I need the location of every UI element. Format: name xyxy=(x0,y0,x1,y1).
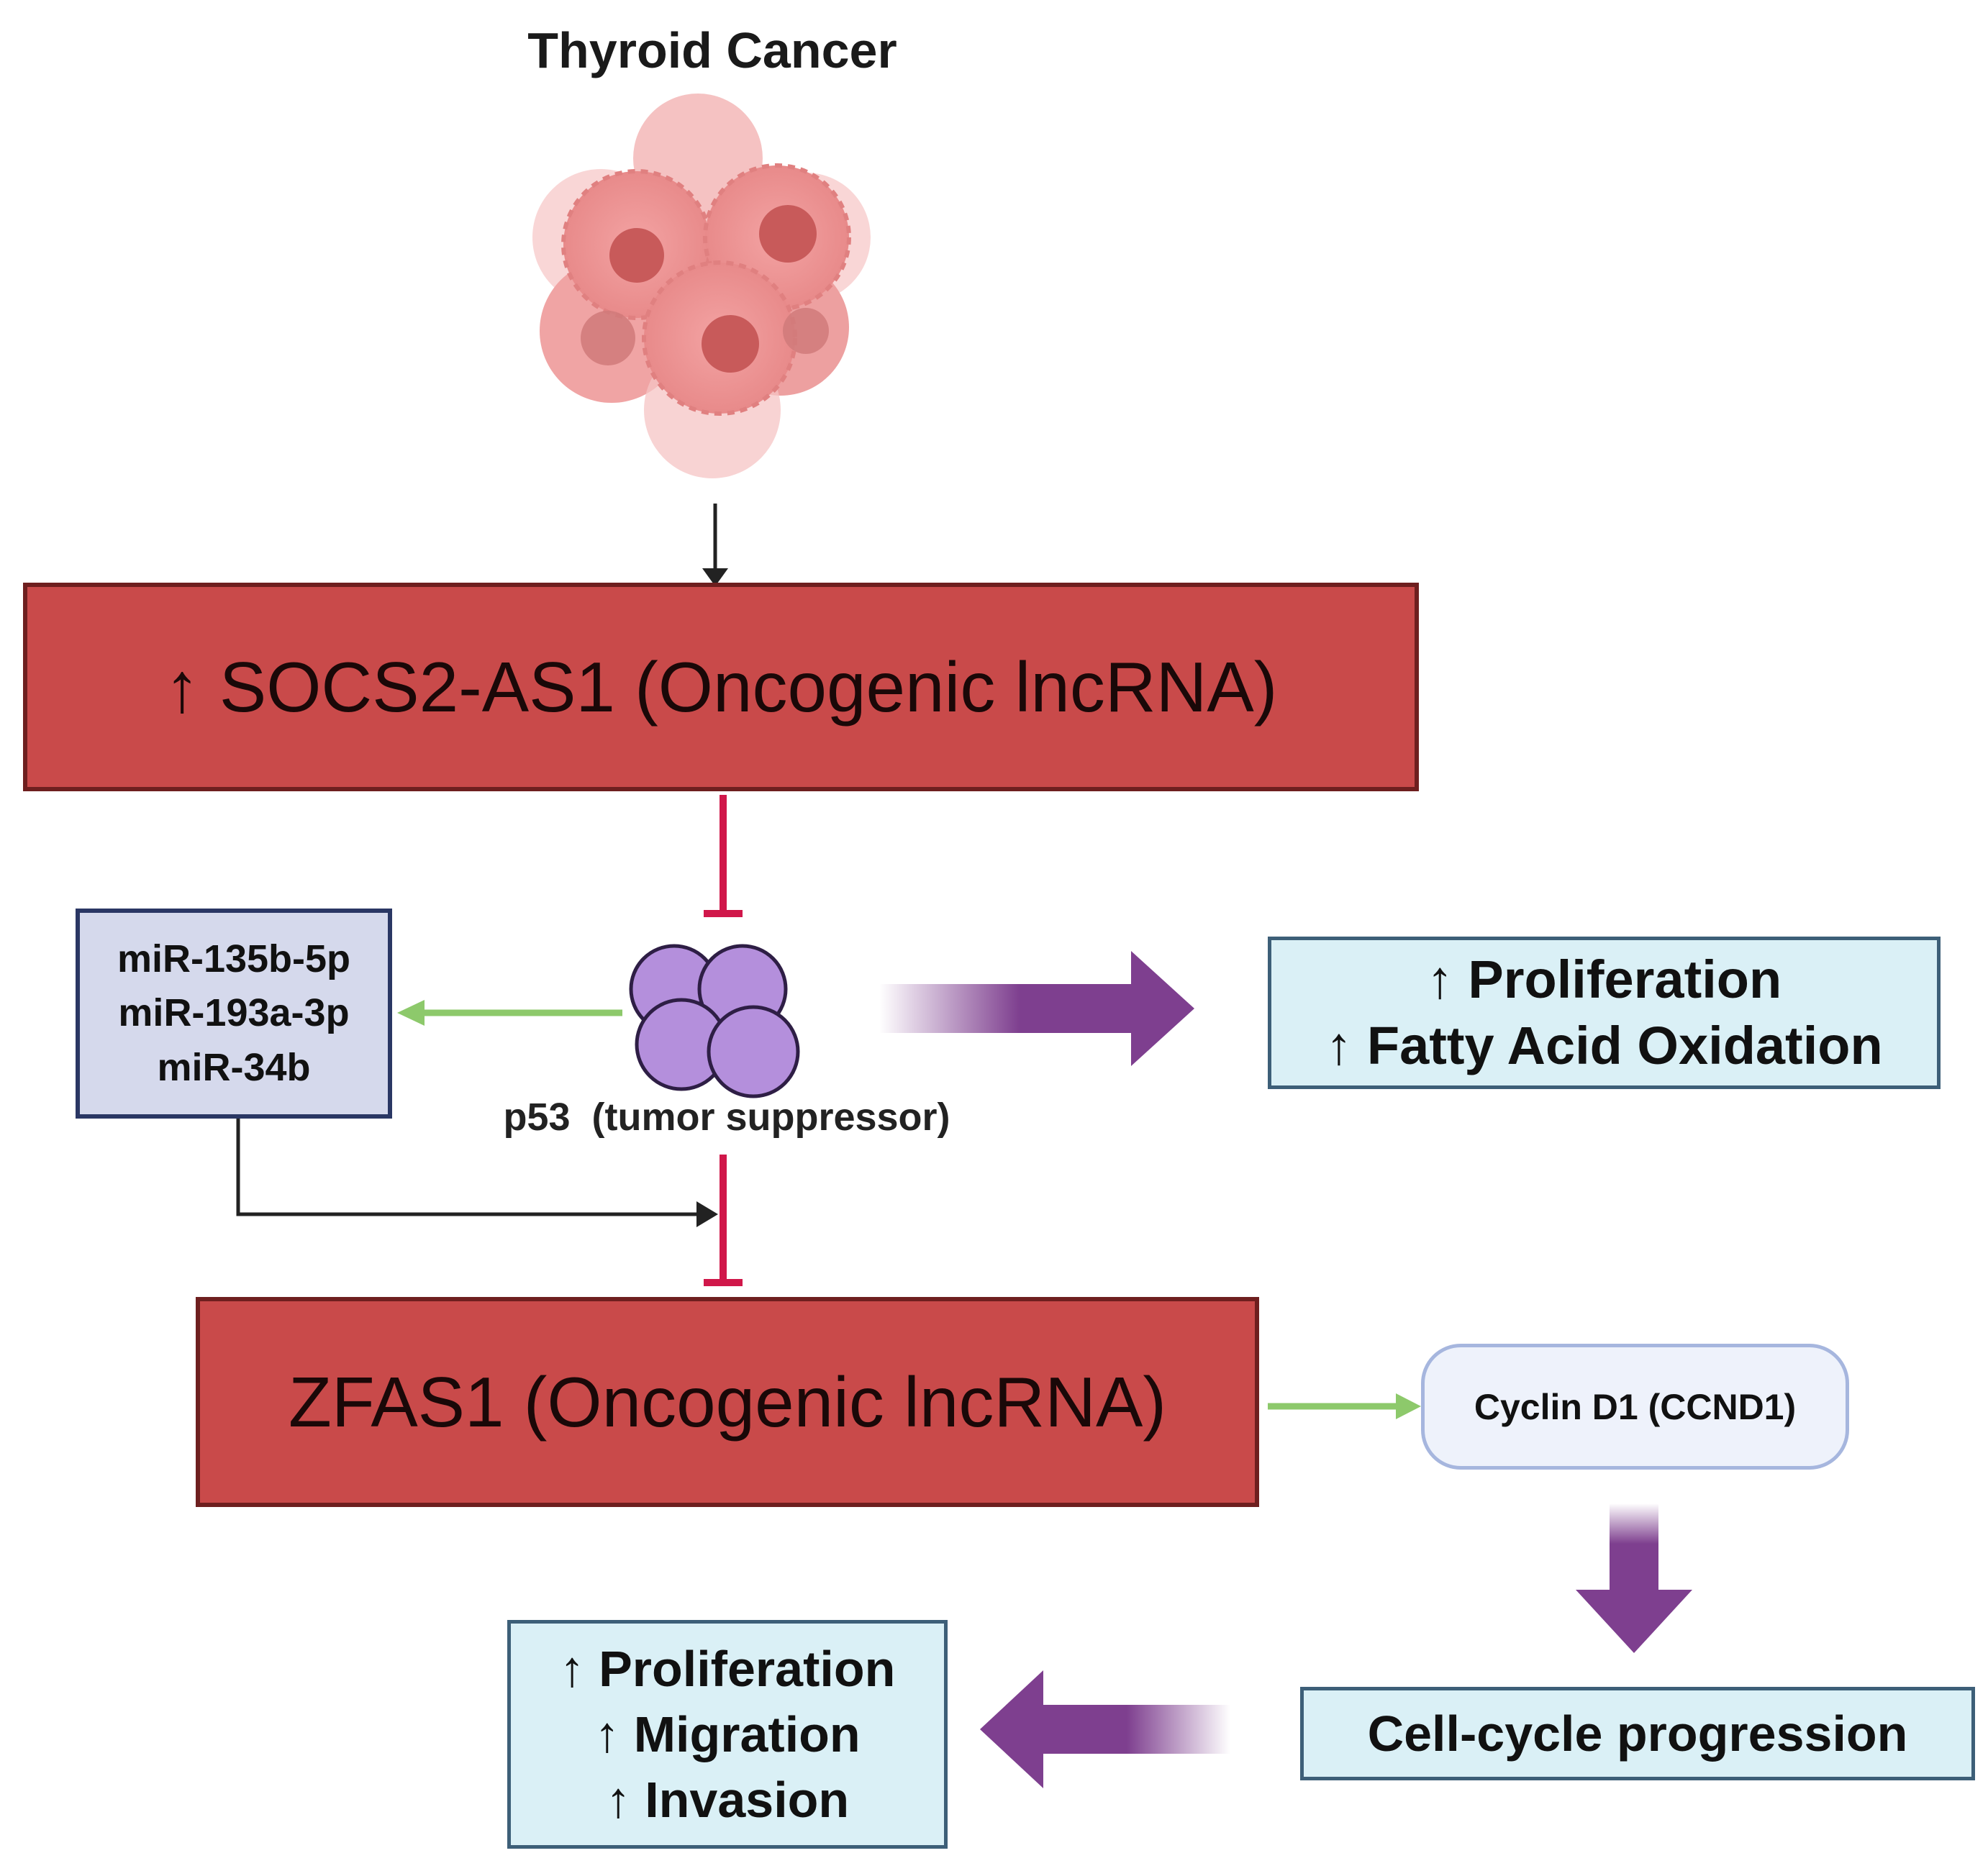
p53-label: p53 (tumor suppressor) xyxy=(503,1096,950,1139)
cyclin-d1-node: Cyclin D1 (CCND1) xyxy=(1421,1344,1849,1470)
socs2-as1-label: ↑ SOCS2-AS1 (Oncogenic lncRNA) xyxy=(164,647,1278,727)
inhibition-p53-to-zfas1 xyxy=(704,1155,743,1286)
cancer-cells-illustration xyxy=(532,94,871,478)
zfas1-label: ZFAS1 (Oncogenic lncRNA) xyxy=(289,1362,1166,1442)
p53-effects-box: ↑ Proliferation ↑ Fatty Acid Oxidation xyxy=(1268,937,1941,1089)
activation-zfas1-to-cyclin xyxy=(1268,1393,1421,1419)
activation-arrow-cancer-to-socs2 xyxy=(702,504,728,586)
cyclin-d1-label: Cyclin D1 (CCND1) xyxy=(1474,1386,1797,1427)
cell-cycle-box: Cell-cycle progression xyxy=(1300,1687,1975,1780)
diagram-title: Thyroid Cancer xyxy=(527,22,897,78)
socs2-as1-box: ↑ SOCS2-AS1 (Oncogenic lncRNA) xyxy=(23,583,1419,791)
mirna-box: miR-135b-5p miR-193a-3p miR-34b xyxy=(76,909,392,1119)
mirna-item: miR-135b-5p xyxy=(117,937,351,980)
zfas1-effects-box: ↑ Proliferation ↑ Migration ↑ Invasion xyxy=(507,1620,948,1849)
mirna-item: miR-193a-3p xyxy=(118,991,350,1035)
outcome-arrow-cyclin-to-cellcycle xyxy=(1576,1503,1692,1653)
inhibition-socs2-to-p53 xyxy=(704,795,743,917)
mirna-item: miR-34b xyxy=(157,1045,311,1089)
outcome-arrow-cellcycle-to-effects xyxy=(980,1670,1230,1788)
outcome-arrow-p53 xyxy=(879,951,1194,1066)
mirna-to-zfas1-connector xyxy=(236,1117,718,1227)
zfas1-box: ZFAS1 (Oncogenic lncRNA) xyxy=(196,1297,1259,1507)
cell-cycle-label: Cell-cycle progression xyxy=(1367,1706,1908,1762)
effect-item: ↑ Fatty Acid Oxidation xyxy=(1325,1016,1883,1075)
effect-item: ↑ Invasion xyxy=(605,1771,850,1828)
effect-item: ↑ Proliferation xyxy=(559,1640,896,1697)
effect-item: ↑ Proliferation xyxy=(1426,949,1782,1009)
effect-item: ↑ Migration xyxy=(594,1706,861,1762)
activation-p53-to-mirnas xyxy=(397,1000,622,1026)
p53-protein-icon xyxy=(629,944,800,1098)
